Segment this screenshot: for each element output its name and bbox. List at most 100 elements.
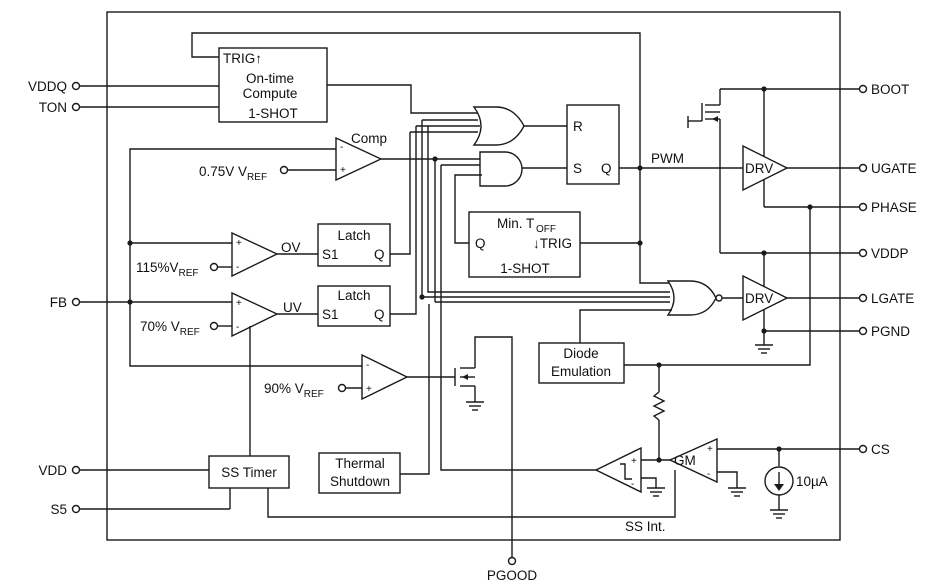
- pin-fb: FB: [50, 295, 130, 310]
- pin-label: VDDQ: [28, 79, 67, 94]
- latch-ov-title: Latch: [337, 228, 370, 243]
- pg-minus: -: [366, 360, 369, 371]
- pin-label: S5: [50, 502, 67, 517]
- latch-ov: Latch S1 Q: [317, 223, 391, 267]
- pin-label: FB: [50, 295, 67, 310]
- mintoff-oneshot: 1-SHOT: [500, 261, 550, 276]
- pin-ugate: UGATE: [787, 161, 917, 176]
- ontime-line1: On-time: [246, 71, 294, 86]
- comp-minus: -: [340, 142, 343, 153]
- uv-plus: +: [236, 298, 242, 309]
- int-plus: +: [631, 456, 637, 467]
- ov-plus: +: [236, 238, 242, 249]
- drv-high-driver: DRV: [742, 144, 789, 192]
- comp-comparator: - +: [335, 136, 383, 182]
- latch-uv-title: Latch: [337, 288, 370, 303]
- pin-ton: TON: [39, 100, 219, 115]
- pin-label: PGOOD: [487, 568, 538, 583]
- trig-label: TRIG↑: [223, 51, 262, 66]
- ontime-compute-block: TRIG↑ On-time Compute 1-SHOT: [218, 47, 328, 123]
- comp-label: Comp: [351, 131, 387, 146]
- min-toff-block: Min. T OFF Q ↓TRIG 1-SHOT: [468, 211, 581, 278]
- pin-label: CS: [871, 442, 890, 457]
- mintoff-title: Min. T: [497, 216, 534, 231]
- pin-boot: BOOT: [720, 82, 909, 97]
- ss-int-label: SS Int.: [625, 519, 666, 534]
- current-label: 10µA: [796, 474, 828, 489]
- vref-90-label: 90% VREF: [264, 381, 324, 400]
- thermal-line2: Shutdown: [330, 474, 390, 489]
- gm-plus: +: [707, 444, 713, 455]
- pwm-label: PWM: [651, 151, 684, 166]
- pin-pgood: PGOOD: [487, 400, 538, 583]
- pin-vdd: VDD: [38, 463, 209, 478]
- sr-q-label: Q: [601, 161, 612, 176]
- pin-label: PGND: [871, 324, 910, 339]
- resistor: [652, 365, 666, 463]
- uv-minus: -: [236, 322, 239, 333]
- uv-comparator: + -: [231, 291, 279, 338]
- latch-uv: Latch S1 Q: [317, 285, 391, 327]
- or-gate-lgate: [666, 280, 723, 316]
- pin-label: BOOT: [871, 82, 909, 97]
- pin-vddq: VDDQ: [28, 79, 219, 94]
- current-source: [764, 446, 794, 519]
- latch-uv-q: Q: [374, 307, 385, 322]
- ontime-line3: 1-SHOT: [248, 106, 298, 121]
- pg-plus: +: [366, 384, 372, 395]
- pin-s5: S5: [50, 488, 231, 517]
- drv-low-driver: DRV: [742, 274, 789, 322]
- ground-symbol: [728, 487, 746, 497]
- sr-flipflop: R S Q: [566, 104, 620, 185]
- ground-symbol: [755, 344, 773, 354]
- boot-mosfet: [687, 89, 721, 253]
- mintoff-trig: ↓TRIG: [533, 236, 572, 251]
- latch-uv-s1: S1: [322, 307, 339, 322]
- pin-label: TON: [39, 100, 67, 115]
- pin-label: VDD: [38, 463, 67, 478]
- ov-label: OV: [281, 240, 301, 255]
- ontime-line2: Compute: [243, 86, 298, 101]
- pin-vddp: VDDP: [720, 246, 909, 261]
- uv-label: UV: [283, 300, 302, 315]
- pin-label: UGATE: [871, 161, 917, 176]
- pin-label: PHASE: [871, 200, 917, 215]
- thermal-shutdown-block: Thermal Shutdown: [318, 452, 401, 494]
- drv-high-label: DRV: [745, 161, 773, 176]
- vref-075-label: 0.75V VREF: [199, 164, 267, 183]
- vref-115-label: 115%VREF: [136, 260, 199, 279]
- pin-label: VDDP: [871, 246, 909, 261]
- diode-emulation-block: Diode Emulation: [538, 342, 625, 384]
- ss-timer-label: SS Timer: [221, 465, 277, 480]
- ov-minus: -: [236, 262, 239, 273]
- diode-line1: Diode: [563, 346, 598, 361]
- int-minus: -: [631, 479, 634, 490]
- chip-outline: [106, 11, 841, 541]
- ss-timer-block: SS Timer: [208, 455, 290, 489]
- comp-plus: +: [340, 165, 346, 176]
- thermal-line1: Thermal: [335, 456, 385, 471]
- mintoff-q: Q: [475, 236, 486, 251]
- pin-label: LGATE: [871, 291, 914, 306]
- gm-label: GM: [674, 453, 696, 468]
- pgood-comparator: - +: [361, 353, 409, 401]
- vref-70-label: 70% VREF: [140, 319, 200, 338]
- gm-amplifier: GM + -: [668, 437, 718, 484]
- latch-ov-s1: S1: [322, 247, 339, 262]
- sr-s-label: S: [573, 161, 582, 176]
- or-gate-top: [472, 106, 525, 146]
- pin-lgate: LGATE: [787, 291, 914, 306]
- gm-minus: -: [707, 469, 710, 480]
- drv-low-label: DRV: [745, 291, 773, 306]
- and-gate: [479, 151, 523, 187]
- pin-cs: CS: [717, 442, 890, 457]
- ov-comparator: + -: [231, 231, 279, 278]
- latch-ov-q: Q: [374, 247, 385, 262]
- pin-pgnd: PGND: [764, 324, 910, 339]
- ss-integrator: + -: [594, 446, 642, 494]
- mintoff-sub: OFF: [536, 224, 556, 235]
- pgood-mosfet: [454, 336, 513, 411]
- ground-symbol: [647, 487, 665, 497]
- sr-r-label: R: [573, 119, 583, 134]
